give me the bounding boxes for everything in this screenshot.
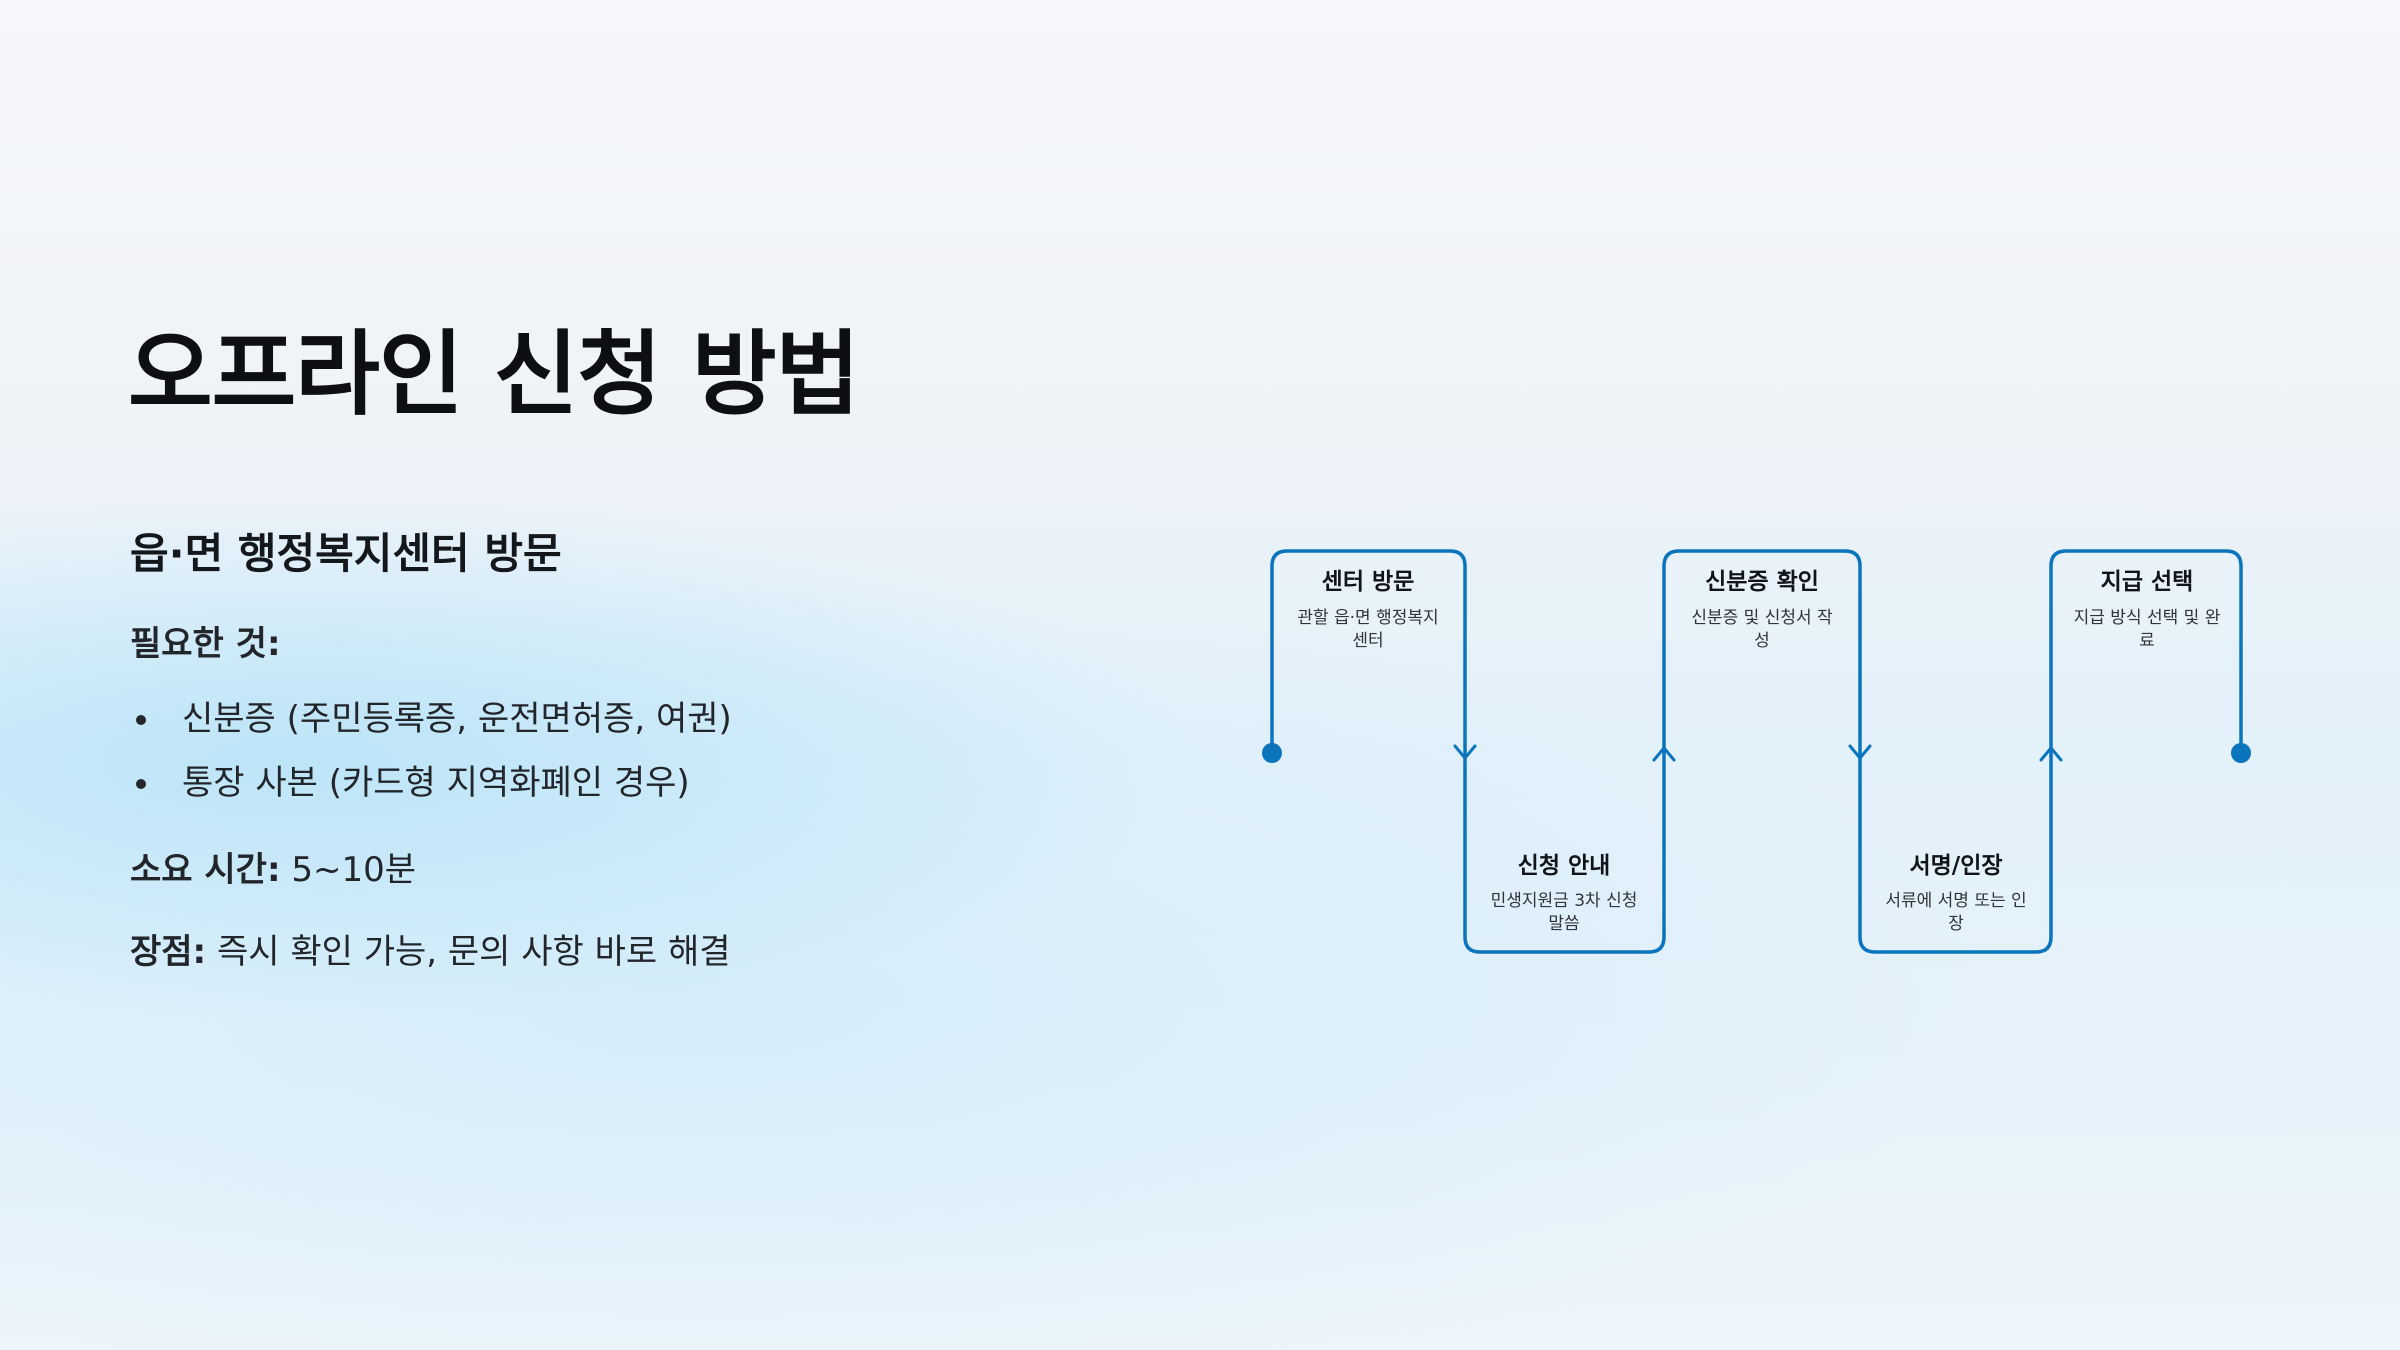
- requirement-text: 통장 사본 (카드형 지역화폐인 경우): [182, 763, 690, 803]
- list-item: 신분증 (주민등록증, 운전면허증, 여권): [130, 696, 732, 760]
- flow-connector-path: [1270, 549, 2243, 954]
- flow-step-visit: 센터 방문 관할 읍·면 행정복지 센터: [1297, 569, 1438, 651]
- requirement-text: 신분증 (주민등록증, 운전면허증, 여권): [182, 699, 732, 739]
- step-desc: 지급 방식 선택 및 완: [2074, 608, 2221, 628]
- flow-start-dot-icon: [1262, 743, 1282, 763]
- step-title: 지급 선택: [2101, 569, 2194, 595]
- step-desc: 말씀: [1548, 914, 1579, 934]
- flow-step-sign: 서명/인장 서류에 서명 또는 인 장: [1885, 853, 2026, 934]
- duration-value: 5~10분: [291, 850, 417, 890]
- step-desc: 신분증 및 신청서 작: [1691, 608, 1833, 628]
- step-desc: 관할 읍·면 행정복지: [1297, 608, 1438, 628]
- step-desc: 료: [2139, 631, 2155, 651]
- arrow-up-icon: [1652, 746, 1676, 762]
- arrow-down-icon: [1848, 744, 1872, 760]
- flow-step-payment: 지급 선택 지급 방식 선택 및 완 료: [2074, 569, 2221, 651]
- step-title: 신분증 확인: [1705, 569, 1819, 595]
- arrow-down-icon: [1453, 744, 1477, 760]
- flow-step-guide: 신청 안내 민생지원금 3차 신청 말씀: [1491, 853, 1638, 934]
- step-title: 서명/인장: [1909, 853, 2002, 879]
- step-desc: 성: [1754, 631, 1770, 651]
- requirements-label: 필요한 것:: [130, 624, 281, 664]
- page-title: 오프라인 신청 방법: [128, 321, 860, 428]
- section-subtitle: 읍·면 행정복지센터 방문: [130, 529, 562, 578]
- step-desc: 민생지원금 3차 신청: [1491, 891, 1638, 911]
- advantage-value: 즉시 확인 가능, 문의 사항 바로 해결: [216, 932, 731, 972]
- advantage-label: 장점:: [130, 932, 207, 972]
- flow-step-id-check: 신분증 확인 신분증 및 신청서 작 성: [1691, 569, 1833, 651]
- duration-line: 소요 시간: 5~10분: [130, 842, 416, 891]
- bullet-icon: [136, 715, 146, 725]
- step-desc: 센터: [1352, 631, 1383, 651]
- requirements-list: 신분증 (주민등록증, 운전면허증, 여권) 통장 사본 (카드형 지역화폐인 …: [130, 696, 732, 824]
- step-desc: 장: [1948, 914, 1964, 934]
- flow-end-dot-icon: [2231, 743, 2251, 763]
- duration-label: 소요 시간:: [130, 850, 281, 890]
- bullet-icon: [136, 779, 146, 789]
- arrow-up-icon: [2039, 746, 2063, 762]
- step-desc: 서류에 서명 또는 인: [1885, 891, 2026, 911]
- list-item: 통장 사본 (카드형 지역화폐인 경우): [130, 760, 732, 824]
- step-title: 센터 방문: [1322, 569, 1415, 595]
- advantage-line: 장점: 즉시 확인 가능, 문의 사항 바로 해결: [130, 924, 731, 973]
- step-title: 신청 안내: [1518, 853, 1611, 879]
